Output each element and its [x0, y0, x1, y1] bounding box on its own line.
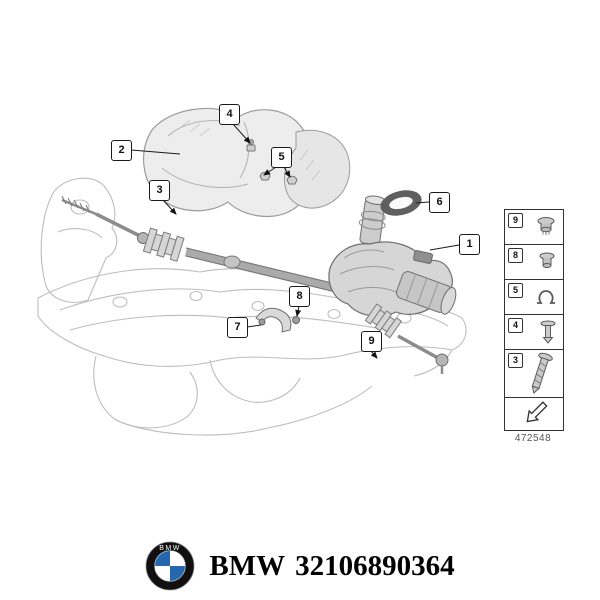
- right-boot-drawing: [364, 303, 403, 339]
- legend-number: 5: [508, 283, 523, 298]
- callout-8: 8: [289, 286, 310, 307]
- clip-drawings: [246, 139, 298, 185]
- callout-7: 7: [227, 317, 248, 338]
- heat-shield-drawing: [143, 107, 351, 217]
- parts-diagram-art: [37, 107, 467, 436]
- flange-bolt-icon: [533, 215, 559, 239]
- callout-9: 9: [361, 331, 382, 352]
- part-number: 32106890364: [295, 549, 455, 582]
- gear-housing-drawing: [328, 195, 457, 317]
- bmw-roundel-icon: BMW: [145, 541, 195, 591]
- legend-item-4: 4: [505, 315, 563, 350]
- flange-bolt-icon: [535, 250, 559, 274]
- clamp-bracket-drawing: [255, 307, 300, 333]
- legend-number: 4: [508, 318, 523, 333]
- brand-name: BMW: [209, 549, 286, 582]
- direction-arrow-icon: [526, 401, 548, 423]
- callout-4: 4: [219, 104, 240, 125]
- roundel-letters: BMW: [160, 545, 182, 552]
- steering-rack-drawing: [61, 190, 457, 374]
- footer: BMW BMW 32106890364: [0, 541, 600, 591]
- grommet-drawing: [380, 190, 422, 216]
- left-boot-drawing: [142, 227, 185, 262]
- legend-number: 3: [508, 353, 523, 368]
- fastener-legend: 9 8: [504, 209, 564, 399]
- part-title: BMW 32106890364: [209, 550, 454, 583]
- callout-3: 3: [149, 180, 170, 201]
- direction-arrow-box: [504, 397, 564, 431]
- callout-2: 2: [111, 140, 132, 161]
- legend-number: 8: [508, 248, 523, 263]
- diagram-code: 472548: [514, 433, 552, 444]
- legend-item-8: 8: [505, 245, 563, 280]
- legend-item-9: 9: [505, 210, 563, 245]
- callout-5: 5: [271, 147, 292, 168]
- expansion-rivet-icon: [537, 319, 559, 345]
- spring-clip-icon: [533, 287, 559, 307]
- legend-number: 9: [508, 213, 523, 228]
- legend-item-5: 5: [505, 280, 563, 315]
- leader-lines: [130, 123, 460, 359]
- callout-6: 6: [429, 192, 450, 213]
- long-screw-icon: [521, 351, 559, 397]
- callout-1: 1: [459, 234, 480, 255]
- legend-item-3: 3: [505, 350, 563, 398]
